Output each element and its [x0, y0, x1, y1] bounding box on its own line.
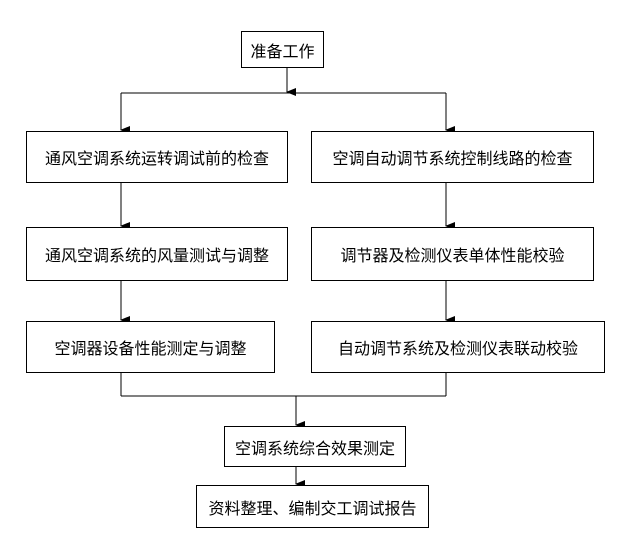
- node-prepare: 准备工作: [241, 31, 324, 68]
- node-effect-test-label: 空调系统综合效果测定: [234, 438, 395, 458]
- node-airflow-test: 通风空调系统的风量测试与调整: [26, 227, 288, 281]
- node-ventilation-check: 通风空调系统运转调试前的检查: [26, 131, 288, 183]
- node-equipment-test-label: 空调器设备性能测定与调整: [54, 339, 247, 358]
- node-ventilation-check-label: 通风空调系统运转调试前的检查: [44, 149, 269, 168]
- node-linkage-verify-label: 自动调节系统及检测仪表联动校验: [337, 339, 578, 358]
- node-control-line-check: 空调自动调节系统控制线路的检查: [311, 131, 594, 183]
- node-instrument-verify-label: 调节器及检测仪表单体性能校验: [340, 246, 565, 265]
- node-report-label: 资料整理、编制交工调试报告: [208, 498, 417, 518]
- node-report: 资料整理、编制交工调试报告: [196, 485, 429, 528]
- node-effect-test: 空调系统综合效果测定: [224, 426, 406, 467]
- node-airflow-test-label: 通风空调系统的风量测试与调整: [44, 246, 269, 265]
- node-control-line-check-label: 空调自动调节系统控制线路的检查: [332, 149, 573, 168]
- node-linkage-verify: 自动调节系统及检测仪表联动校验: [311, 321, 605, 373]
- node-equipment-test: 空调器设备性能测定与调整: [26, 321, 275, 373]
- node-prepare-label: 准备工作: [250, 41, 315, 61]
- node-instrument-verify: 调节器及检测仪表单体性能校验: [311, 227, 594, 281]
